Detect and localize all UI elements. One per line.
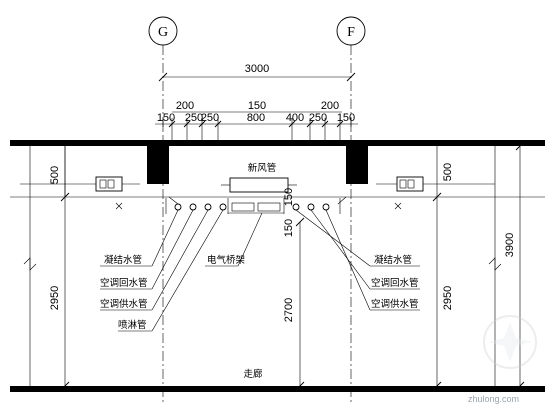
beam-right (346, 146, 368, 184)
dimension-2950-left: 2950 (49, 192, 70, 391)
dimension-3900: 3900 (504, 141, 525, 391)
label-ac-supply-right: 空调供水管 (371, 298, 419, 310)
svg-text:500: 500 (442, 163, 454, 181)
svg-text:200: 200 (321, 100, 339, 112)
beam-left (147, 146, 169, 184)
watermark-logo (483, 315, 537, 369)
svg-text:2700: 2700 (283, 298, 295, 322)
dimension-3000: 3000 (158, 63, 356, 82)
svg-text:500: 500 (49, 166, 61, 184)
axis-bubble-g: G (148, 16, 178, 46)
svg-text:800: 800 (247, 112, 265, 124)
svg-text:3000: 3000 (245, 63, 269, 75)
dimension-row-top: 150 250 250 800 400 250 150 200 150 200 (155, 100, 358, 142)
svg-text:2950: 2950 (442, 286, 454, 310)
svg-text:250: 250 (309, 112, 327, 124)
axis-label-g: G (158, 25, 168, 40)
fresh-air-duct-label: 新风管 (248, 162, 277, 174)
svg-text:150: 150 (157, 112, 175, 124)
break-mark-left (23, 257, 37, 271)
dimension-500-right: 500 (442, 163, 454, 181)
svg-text:250: 250 (201, 112, 219, 124)
svg-text:150: 150 (248, 100, 266, 112)
label-sprinkler-left: 喷淋管 (118, 319, 147, 331)
cable-tray (227, 198, 285, 214)
svg-text:2950: 2950 (49, 286, 61, 310)
axis-bubble-f: F (336, 16, 366, 46)
svg-text:400: 400 (286, 112, 304, 124)
label-condensate-left: 凝结水管 (104, 254, 142, 266)
svg-text:200: 200 (176, 100, 194, 112)
corridor-label: 走廊 (243, 368, 263, 380)
label-ac-supply-left: 空调供水管 (100, 298, 148, 310)
break-mark-right (488, 257, 502, 271)
svg-text:250: 250 (185, 112, 203, 124)
fan-coil-left (20, 176, 140, 210)
axis-label-f: F (347, 25, 355, 40)
leader-lines-left: 凝结水管 空调回水管 空调供水管 喷淋管 (100, 209, 224, 332)
dimension-2700: 2700 150 150 (283, 188, 305, 391)
svg-text:150: 150 (283, 188, 295, 206)
leader-lines-right: 凝结水管 空调回水管 空调供水管 (295, 209, 420, 311)
fan-coil-right (376, 176, 495, 210)
label-cable-tray: 电气桥架 (207, 254, 246, 266)
label-ac-return-right: 空调回水管 (371, 277, 419, 289)
svg-text:150: 150 (337, 112, 355, 124)
label-ac-return-left: 空调回水管 (100, 277, 148, 289)
leader-cable-tray: 电气桥架 (205, 212, 263, 267)
floor-slab (10, 386, 545, 392)
fresh-air-duct: 新风管 (221, 162, 297, 193)
ceiling-slab (10, 140, 545, 146)
watermark-text: zhulong.com (468, 394, 519, 404)
dimension-2950-right: 2950 (432, 192, 454, 391)
dimension-500-left: 500 (49, 146, 66, 197)
svg-text:3900: 3900 (504, 233, 516, 257)
label-condensate-right: 凝结水管 (374, 254, 412, 266)
svg-text:150: 150 (283, 219, 295, 237)
